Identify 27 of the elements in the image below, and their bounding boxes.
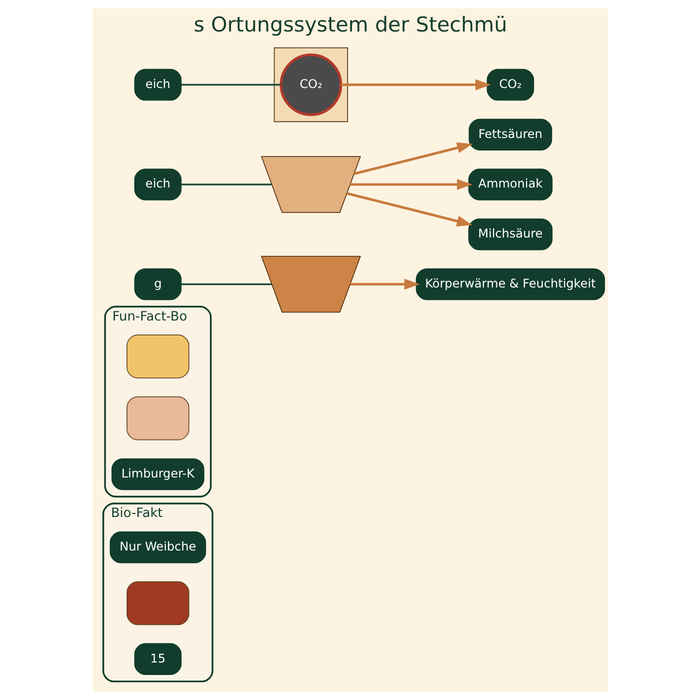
node-box bbox=[126, 396, 189, 440]
node-box: 15 bbox=[134, 643, 182, 675]
arrow bbox=[346, 192, 472, 226]
node-box: Körperwärme & Feuchtigkeit bbox=[415, 268, 604, 300]
node-box: Limburger-K bbox=[110, 458, 204, 490]
node-box: Fettsäuren bbox=[468, 118, 552, 151]
node-circle: CO₂ bbox=[279, 54, 342, 116]
connector bbox=[180, 283, 272, 286]
node-box bbox=[126, 581, 189, 626]
node-band bbox=[260, 156, 360, 213]
node-box: Nur Weibche bbox=[109, 531, 206, 564]
connector bbox=[180, 84, 281, 86]
diagram-title: s Ortungssystem der Stechmü bbox=[193, 12, 507, 37]
node-box: Ammoniak bbox=[468, 168, 552, 200]
node-box: Milchsäure bbox=[468, 218, 552, 250]
arrow bbox=[340, 79, 490, 90]
node-box: eich bbox=[134, 168, 182, 200]
cluster bbox=[273, 47, 348, 122]
node-box bbox=[126, 334, 189, 378]
connector bbox=[180, 184, 272, 186]
node-box: g bbox=[134, 268, 182, 300]
node-box: eich bbox=[134, 68, 182, 101]
arrow bbox=[350, 179, 472, 190]
arrow bbox=[353, 142, 472, 176]
node-band bbox=[260, 256, 360, 313]
arrow bbox=[350, 278, 420, 290]
node-box: CO₂ bbox=[486, 68, 534, 101]
